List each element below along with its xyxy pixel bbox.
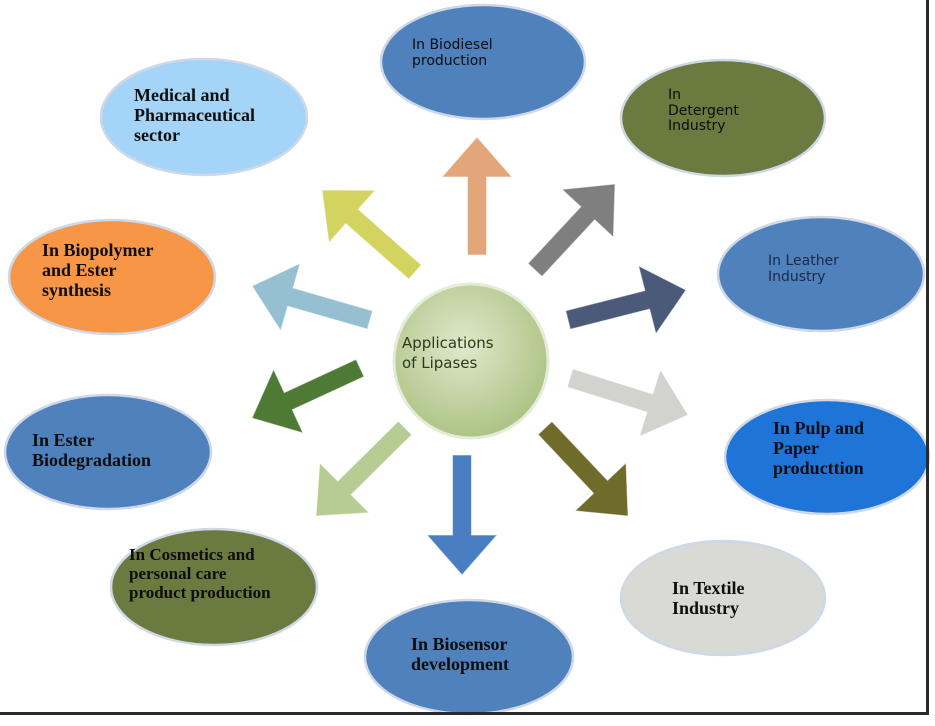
- center-circle: [392, 282, 550, 440]
- node-label-cosmetics: In Cosmetics and personal care product p…: [129, 545, 271, 603]
- node-label-biosensor: In Biosensor development: [411, 634, 509, 675]
- node-medical: [99, 57, 309, 177]
- node-label-ester-biodegradation: In Ester Biodegradation: [32, 430, 152, 471]
- arrow-to-ester-bio: [251, 358, 365, 434]
- node-label-medical: Medical and Pharmaceutical sector: [134, 85, 255, 146]
- arrow-to-biopolymer: [251, 262, 374, 332]
- node-textile: [619, 539, 827, 657]
- arrow-to-biodiesel: [440, 136, 514, 256]
- node-cosmetics: [109, 527, 319, 647]
- arrow-to-leather: [565, 264, 687, 335]
- node-leather: [716, 215, 926, 333]
- node-biodiesel: [379, 3, 587, 121]
- arrow-to-detergent: [527, 183, 616, 278]
- node-label-leather: In Leather Industry: [768, 253, 839, 285]
- arrow-to-biosensor: [425, 454, 499, 576]
- node-pulp: [723, 398, 931, 516]
- node-detergent: [619, 58, 827, 178]
- node-label-biodiesel: In Biodiesel production: [412, 37, 493, 69]
- arrow-to-textile: [537, 420, 629, 517]
- node-label-biopolymer: In Biopolymer and Ester synthesis: [42, 240, 154, 301]
- node-biopolymer: [7, 218, 217, 336]
- node-label-pulp: In Pulp and Paper producttion: [773, 418, 865, 479]
- arrow-to-medical: [321, 189, 423, 280]
- node-label-detergent: In Detergent Industry: [668, 87, 739, 135]
- node-ester-bio: [3, 393, 213, 511]
- node-label-textile: In Textile Industry: [672, 578, 745, 619]
- arrow-to-pulp: [566, 368, 689, 438]
- arrow-to-cosmetics: [315, 420, 413, 517]
- center-label: Applications of Lipases: [402, 334, 494, 373]
